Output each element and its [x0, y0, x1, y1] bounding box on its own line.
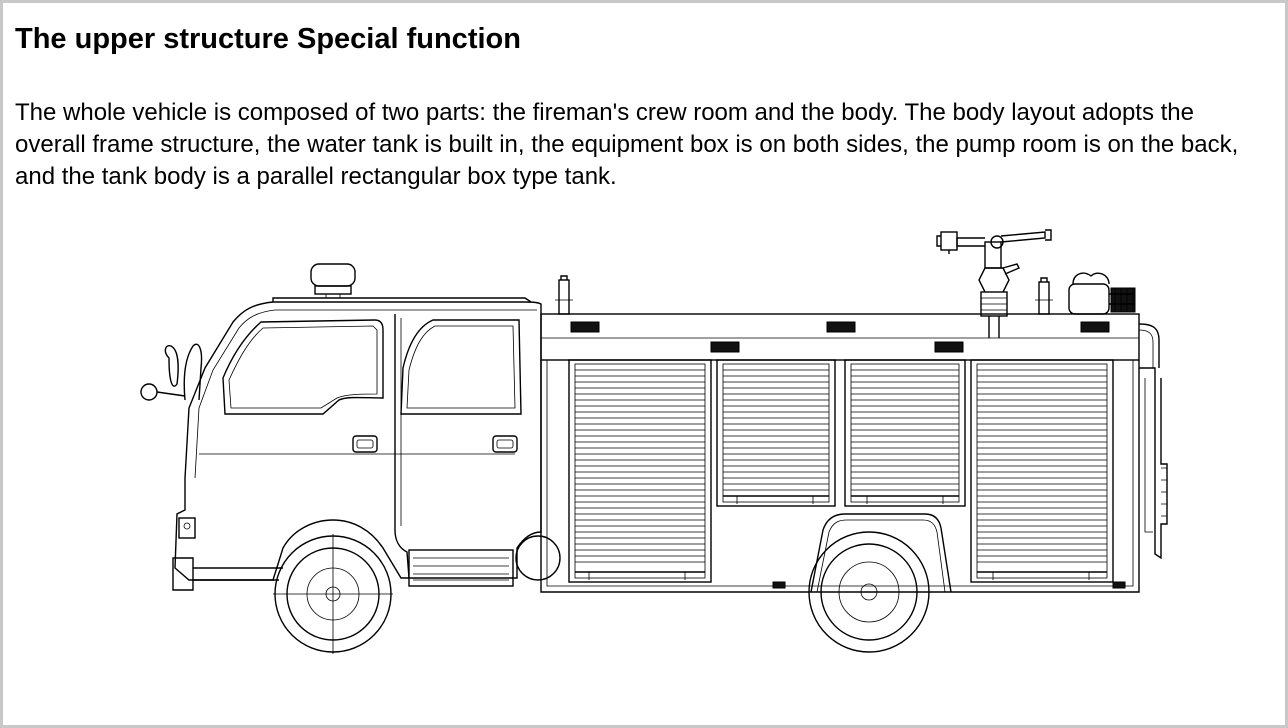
roof-post-icon: [1035, 277, 1053, 315]
front-wheel-icon: [273, 534, 393, 654]
tank-body: [540, 313, 1168, 593]
door-handle-icon: [492, 435, 518, 453]
door-handle-icon: [352, 435, 378, 453]
tank-cylinder: [515, 535, 561, 581]
pump-unit-icon: [1068, 272, 1136, 315]
fire-truck-drawing: [140, 229, 1168, 654]
roof-post-icon: [555, 275, 573, 315]
side-mirror-icon: [140, 383, 158, 401]
water-cannon-icon: [936, 229, 1052, 338]
slide-description: The whole vehicle is composed of two par…: [15, 99, 1239, 190]
slide-title: The upper structure Special function: [15, 23, 521, 55]
crew-cab: [140, 263, 542, 591]
beacon-light-icon: [310, 263, 356, 287]
equipment-box-shutters: [568, 359, 1114, 583]
rear-wheel-icon: [808, 531, 930, 653]
